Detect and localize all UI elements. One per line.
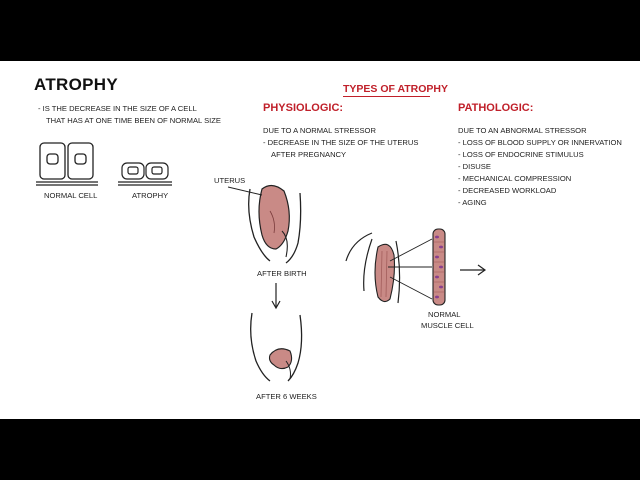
after-weeks-label: After 6 weeks — [256, 392, 317, 401]
after-birth-label: After birth — [257, 269, 307, 278]
pathologic-cause: - Mechanical compression — [458, 174, 572, 183]
definition-line-1: - Is the decrease in the size of a cell — [38, 104, 197, 113]
illustrations — [36, 142, 487, 382]
right-arrow-icon — [460, 264, 487, 276]
pathologic-cause: - Disuse — [458, 162, 491, 171]
pathologic-cause: - Decreased workload — [458, 186, 557, 195]
pathologic-heading: Pathologic: — [458, 102, 534, 114]
physiologic-heading: Physiologic: — [263, 102, 344, 114]
normal-cell-label: Normal cell — [44, 191, 98, 200]
atrophy-cell-label: Atrophy — [132, 191, 169, 200]
pathologic-cause: - Loss of blood supply or innervation — [458, 138, 622, 147]
atrophy-cell-drawing — [118, 162, 172, 186]
physiologic-line-2: - Decrease in the size of the uterus — [263, 138, 419, 147]
muscle-label-1: Normal — [428, 310, 461, 319]
pathologic-cause: - Loss of endocrine stimulus — [458, 150, 584, 159]
muscle-cell-drawing — [432, 228, 446, 306]
pathologic-intro: Due to an abnormal stressor — [458, 126, 587, 135]
uterus-after-birth-drawing — [227, 184, 302, 310]
types-heading-underline — [343, 96, 430, 97]
physiologic-line-3: after pregnancy — [271, 150, 347, 159]
uterus-after-weeks-drawing — [250, 312, 303, 382]
normal-cell-drawing — [36, 142, 98, 186]
uterus-label: Uterus — [214, 176, 246, 185]
slide-title: Atrophy — [34, 75, 118, 94]
muscle-label-2: muscle cell — [421, 321, 474, 330]
slide-panel: Atrophy - Is the decrease in the size of… — [0, 61, 640, 419]
types-heading: Types of Atrophy — [343, 83, 449, 95]
pathologic-cause: - Aging — [458, 198, 487, 207]
definition-line-2: that has at one time been of normal size — [46, 116, 221, 125]
arm-muscle-drawing — [345, 232, 433, 304]
physiologic-line-1: Due to a normal stressor — [263, 126, 376, 135]
